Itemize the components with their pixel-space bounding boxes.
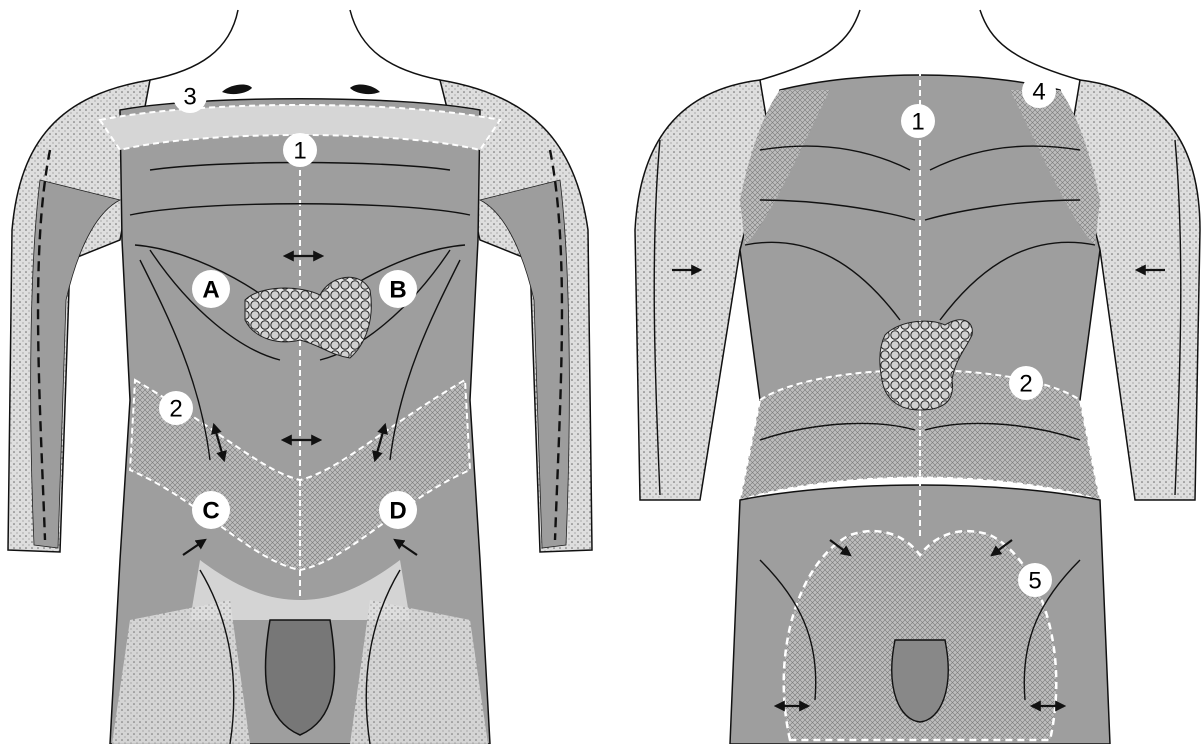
front-label-D: D	[379, 491, 417, 529]
front-label-2: 2	[159, 391, 193, 425]
svg-text:4: 4	[1032, 79, 1045, 106]
svg-text:D: D	[389, 498, 406, 525]
front-left-leg-zone	[112, 600, 250, 744]
svg-text:C: C	[202, 498, 219, 525]
back-label-4: 4	[1022, 74, 1056, 108]
front-right-leg-zone	[350, 600, 488, 744]
front-label-1: 1	[283, 133, 317, 167]
front-view	[8, 10, 592, 744]
front-left-axilla-node	[222, 85, 252, 95]
back-label-5: 5	[1018, 563, 1052, 597]
front-label-A: A	[192, 270, 230, 308]
front-label-C: C	[192, 491, 230, 529]
front-right-axilla-node	[350, 85, 380, 95]
svg-text:3: 3	[183, 84, 196, 111]
svg-text:A: A	[202, 277, 219, 304]
svg-text:1: 1	[911, 109, 924, 136]
front-label-B: B	[379, 270, 417, 308]
front-label-3: 3	[173, 79, 207, 113]
back-label-1: 1	[901, 104, 935, 138]
back-label-2: 2	[1009, 366, 1043, 400]
svg-text:2: 2	[169, 396, 182, 423]
svg-text:B: B	[389, 277, 406, 304]
svg-text:2: 2	[1019, 371, 1032, 398]
svg-text:1: 1	[293, 138, 306, 165]
front-neck-outline	[150, 10, 440, 80]
svg-text:5: 5	[1028, 568, 1041, 595]
